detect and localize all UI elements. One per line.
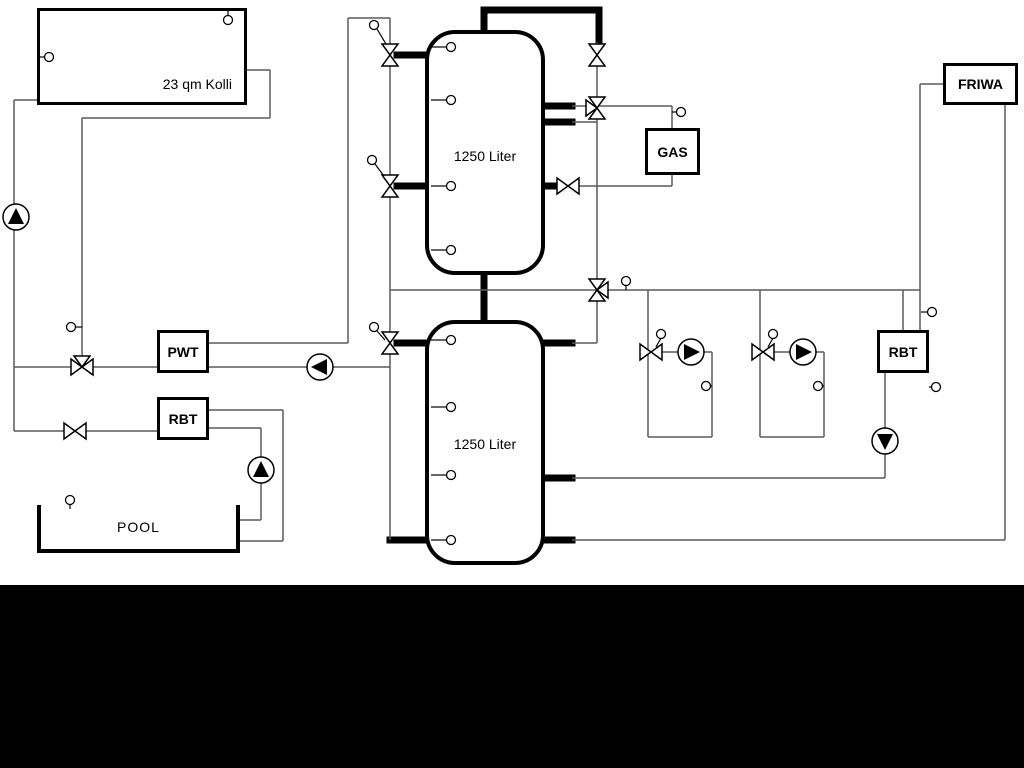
valve-icon (587, 43, 607, 67)
sensor-icon (926, 306, 938, 318)
sensor-icon (64, 494, 76, 506)
sensor-icon (368, 321, 380, 333)
pump-icon (677, 338, 705, 366)
friwa-box: FRIWA (943, 63, 1018, 105)
pump-direction-arrow (8, 208, 24, 224)
three-way-valve-icon (585, 96, 607, 120)
sensor-icon (655, 328, 667, 340)
rbt-left-label: RBT (168, 410, 198, 427)
sensor-stem (374, 163, 385, 177)
collector-label: 23 qm Kolli (162, 76, 232, 92)
sensor-icon (368, 19, 380, 31)
sensor-icon (812, 380, 824, 392)
pump-direction-arrow (311, 359, 327, 375)
tank-bottom-label: 1250 Liter (453, 436, 517, 452)
sensor-stem (376, 330, 386, 341)
rbt-right-label: RBT (888, 343, 918, 360)
sensor-icon (366, 154, 378, 166)
three-way-valve-icon (70, 355, 94, 377)
valve-icon (556, 176, 580, 196)
valve-icon (380, 174, 400, 198)
pump-body (677, 338, 705, 366)
sensor-stem (655, 337, 662, 348)
sensor-icon (700, 380, 712, 392)
solar-collector-box: 23 qm Kolli (37, 8, 247, 105)
pump-direction-arrow (253, 461, 269, 477)
pool-label: POOL (117, 519, 160, 535)
sensor-stem (376, 28, 387, 45)
pool-basin: POOL (37, 505, 240, 553)
sensor-icon (675, 106, 687, 118)
pwt-box: PWT (157, 330, 209, 373)
sensor-icon (930, 381, 942, 393)
friwa-label: FRIWA (957, 76, 1004, 92)
rbt-left-box: RBT (157, 397, 209, 440)
valve-icon (380, 43, 400, 67)
pump-icon (2, 203, 30, 231)
sensor-icon (620, 275, 632, 287)
tank-top-label: 1250 Liter (453, 148, 517, 164)
sensor-stem (767, 337, 774, 348)
buffer-tank-top: 1250 Liter (425, 30, 545, 275)
black-band (0, 585, 1024, 768)
pump-direction-arrow (796, 344, 812, 360)
rbt-right-box: RBT (877, 330, 929, 373)
three-way-valve-icon (587, 278, 609, 302)
sensor-icon (65, 321, 77, 333)
pump-icon (247, 456, 275, 484)
sensor-icon (767, 328, 779, 340)
buffer-tank-bottom: 1250 Liter (425, 320, 545, 565)
pump-direction-arrow (684, 344, 700, 360)
pump-icon (306, 353, 334, 381)
pump-body (306, 353, 334, 381)
pump-direction-arrow (877, 434, 893, 450)
gas-label: GAS (657, 143, 688, 160)
pump-body (789, 338, 817, 366)
pump-body (871, 427, 899, 455)
valve-icon (380, 331, 400, 355)
valve-icon (63, 421, 87, 441)
pump-icon (789, 338, 817, 366)
valve-icon (751, 342, 775, 362)
pump-body (2, 203, 30, 231)
gas-boiler-box: GAS (645, 128, 700, 175)
pwt-label: PWT (167, 343, 199, 360)
pump-body (247, 456, 275, 484)
pump-icon (871, 427, 899, 455)
valve-icon (639, 342, 663, 362)
